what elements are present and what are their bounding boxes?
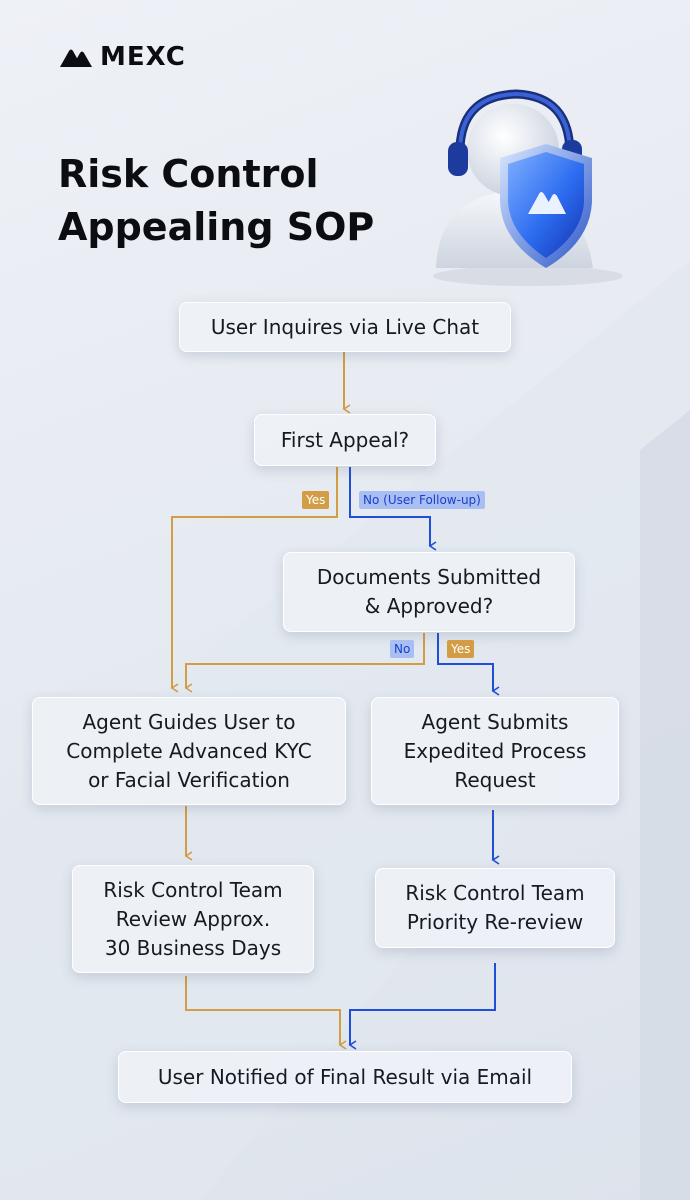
connector-review-to-final	[185, 976, 347, 1050]
connector-docs-yes	[437, 633, 500, 696]
node-documents-approved: Documents Submitted & Approved?	[283, 552, 575, 632]
connector-first-appeal-yes	[170, 467, 338, 693]
brand-name: MEXC	[100, 42, 186, 72]
label-no-documents: No	[390, 640, 415, 658]
node-final-result: User Notified of Final Result via Email	[118, 1051, 572, 1103]
node-agent-submits: Agent Submits Expedited Process Request	[371, 697, 619, 805]
connector-docs-no	[184, 633, 425, 693]
node-start-label: User Inquires via Live Chat	[210, 314, 480, 339]
node-start: User Inquires via Live Chat	[179, 302, 511, 352]
node-priority-review: Risk Control Team Priority Re-review	[375, 868, 615, 948]
page-title: Risk Control Appealing SOP	[58, 148, 374, 254]
title-line-1: Risk Control	[58, 152, 319, 196]
node-agent-guides: Agent Guides User to Complete Advanced K…	[32, 697, 346, 805]
node-agent-guides-label: Agent Guides User to Complete Advanced K…	[66, 709, 312, 792]
node-documents-approved-label: Documents Submitted & Approved?	[316, 565, 542, 618]
support-shield-illustration	[433, 89, 623, 286]
node-agent-submits-label: Agent Submits Expedited Process Request	[403, 709, 587, 792]
node-first-appeal-label: First Appeal?	[280, 427, 410, 452]
label-yes-first-appeal: Yes	[302, 491, 330, 509]
connector-first-appeal-no	[349, 467, 437, 551]
mexc-mountain-icon	[60, 49, 92, 67]
connector-priority-to-final	[348, 963, 496, 1050]
node-priority-review-label: Risk Control Team Priority Re-review	[405, 881, 585, 934]
title-line-2: Appealing SOP	[58, 205, 375, 249]
node-review-30-days-label: Risk Control Team Review Approx. 30 Busi…	[103, 877, 283, 960]
node-review-30-days: Risk Control Team Review Approx. 30 Busi…	[72, 865, 314, 973]
node-first-appeal: First Appeal?	[254, 414, 436, 466]
label-no-first-appeal: No (User Follow-up)	[359, 491, 485, 509]
brand-logo: MEXC	[58, 42, 186, 72]
label-yes-documents: Yes	[447, 640, 475, 658]
node-final-result-label: User Notified of Final Result via Email	[157, 1064, 533, 1089]
